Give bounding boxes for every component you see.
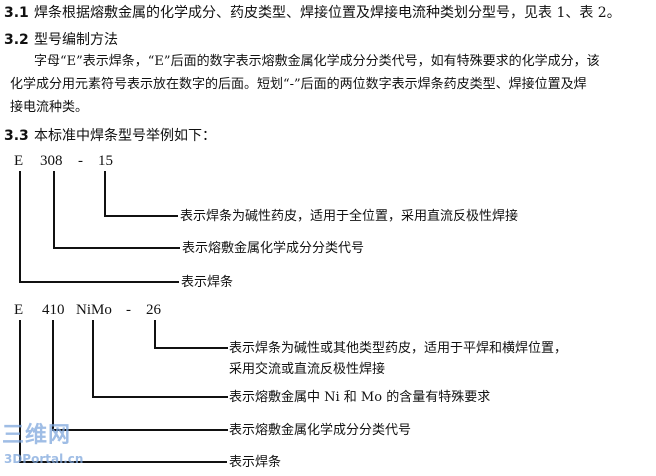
example2-code-410: 410 — [42, 302, 65, 318]
leader-line-15-vertical — [104, 171, 106, 217]
example1-desc-composition: 表示熔敷金属化学成分分类代号 — [182, 241, 365, 256]
leader-line-308-vertical — [53, 171, 55, 249]
section-number: 3.1 — [4, 5, 29, 21]
leader-line-26-horizontal — [154, 347, 228, 349]
leader-line-308-horizontal — [53, 247, 180, 249]
section-3-2: 3.2 型号编制方法 — [4, 32, 118, 48]
section-heading: 型号编制方法 — [34, 32, 118, 48]
section-3-3: 3.3 本标准中焊条型号举例如下： — [4, 128, 216, 144]
example1-desc-electrode: 表示焊条 — [181, 275, 234, 290]
section-text: 本标准中焊条型号举例如下： — [34, 128, 216, 144]
example2-desc-coating-line2: 采用交流或直流反极性焊接 — [229, 362, 386, 377]
example2-code-dash: - — [126, 302, 131, 318]
section-text: 焊条根据熔敷金属的化学成分、药皮类型、焊接位置及焊接电流种类划分型号，见表 1、… — [34, 5, 621, 21]
leader-line-nimo-horizontal — [92, 396, 228, 398]
watermark-site: 3DPortal.cn — [4, 452, 84, 466]
leader-line-e2-horizontal — [19, 461, 227, 463]
leader-line-26-vertical — [154, 320, 156, 349]
leader-line-410-horizontal — [52, 429, 228, 431]
example1-desc-coating: 表示焊条为碱性药皮，适用于全位置，采用直流反极性焊接 — [180, 209, 519, 224]
section-number: 3.2 — [4, 32, 29, 48]
leader-line-e2-vertical — [19, 320, 21, 463]
paragraph-line-1: 字母“E”表示焊条，“E”后面的数字表示熔敷金属化学成分分类代号，如有特殊要求的… — [34, 54, 600, 69]
section-number: 3.3 — [4, 128, 29, 144]
leader-line-410-vertical — [52, 320, 54, 431]
example1-code-dash: - — [78, 153, 83, 169]
example1-code-308: 308 — [40, 153, 63, 169]
leader-line-15-horizontal — [104, 215, 178, 217]
leader-line-nimo-vertical — [92, 320, 94, 398]
example2-desc-composition: 表示熔敷金属化学成分分类代号 — [229, 423, 412, 438]
section-3-1: 3.1 焊条根据熔敷金属的化学成分、药皮类型、焊接位置及焊接电流种类划分型号，见表… — [4, 5, 621, 21]
example1-code-15: 15 — [98, 153, 113, 169]
example2-code-nimo: NiMo — [76, 302, 112, 318]
example2-code-26: 26 — [146, 302, 161, 318]
example2-code-e: E — [14, 302, 24, 318]
watermark-logo: 三维网 — [2, 423, 72, 448]
leader-line-e-horizontal — [19, 281, 179, 283]
example1-code-e: E — [14, 153, 24, 169]
paragraph-line-3: 接电流种类。 — [10, 100, 89, 115]
example2-desc-electrode: 表示焊条 — [229, 455, 282, 470]
example2-desc-nimo: 表示熔敷金属中 Ni 和 Mo 的含量有特殊要求 — [229, 390, 491, 405]
paragraph-line-2: 化学成分用元素符号表示放在数字的后面。短划“-”后面的两位数字表示焊条药皮类型、… — [10, 77, 587, 92]
example2-desc-coating-line1: 表示焊条为碱性或其他类型药皮，适用于平焊和横焊位置， — [229, 341, 568, 356]
leader-line-e-vertical — [19, 171, 21, 283]
